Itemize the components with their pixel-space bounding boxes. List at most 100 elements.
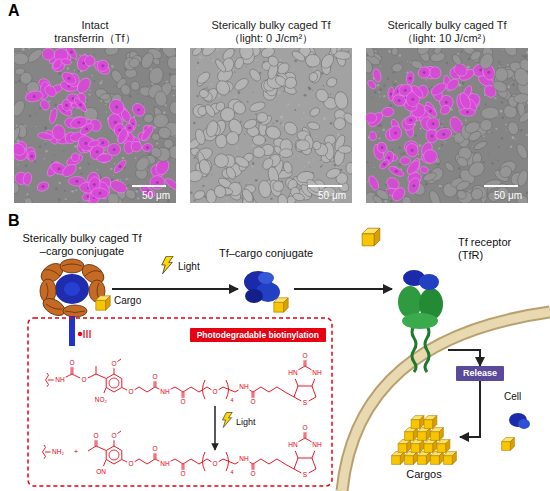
speckle [236, 147, 238, 149]
speckle [373, 167, 374, 168]
aromatic-ring [109, 378, 119, 388]
stained-cell [387, 164, 405, 178]
unstained-cell [248, 67, 263, 83]
speckle [72, 189, 73, 190]
speckle [79, 55, 81, 57]
cargo-cube [431, 428, 444, 441]
chemical-bond [294, 397, 301, 401]
stain-spot [96, 150, 99, 153]
chemical-bond [285, 464, 294, 469]
speckle [499, 65, 500, 66]
stained-cell [43, 83, 59, 99]
speckle [110, 168, 112, 170]
atom-label: O [302, 353, 307, 360]
speckle [420, 128, 422, 130]
speckle [484, 103, 486, 105]
speckle [374, 91, 377, 94]
unstained-cell [142, 112, 154, 124]
chemical-bond [261, 459, 269, 464]
stained-cell [419, 166, 428, 174]
speckle [377, 131, 378, 132]
chemical-bond [96, 440, 97, 446]
stain-spot [98, 192, 101, 195]
stained-cell [421, 147, 440, 166]
unstained-cell [192, 189, 206, 201]
speckle [287, 103, 289, 105]
biotinylation-tag: Photodegradable biotinylation [190, 328, 326, 342]
speckle [226, 202, 228, 203]
stain-spot [70, 51, 73, 54]
speckle [226, 197, 228, 199]
speckle [298, 104, 300, 106]
speckle [303, 112, 305, 114]
speckle [439, 185, 442, 188]
speckle [255, 113, 257, 115]
stained-cell [112, 158, 127, 174]
speckle [78, 201, 80, 203]
callout-label: Light [236, 418, 256, 427]
tf-receptor-illustration [398, 270, 443, 372]
speckle [129, 179, 130, 180]
speckle [245, 67, 246, 68]
speckle [273, 122, 274, 123]
chemical-bond [106, 379, 107, 388]
speckle [255, 179, 258, 182]
stained-cell [416, 65, 432, 81]
speckle [393, 106, 394, 107]
speckle [22, 48, 25, 51]
cargo-cube [502, 438, 515, 451]
micrograph [366, 48, 528, 203]
atom-label: O [152, 374, 157, 381]
unstained-cell [312, 141, 330, 159]
cell-membrane [342, 312, 550, 491]
biotin-mark [86, 330, 87, 338]
speckle [526, 134, 528, 136]
atom-label: NH [312, 370, 321, 377]
speckle [76, 59, 78, 61]
speckle [403, 171, 404, 172]
ribbon-stripe [46, 283, 48, 299]
speckle [164, 62, 165, 63]
speckle [58, 72, 61, 75]
speckle [512, 84, 515, 87]
chemical-bond [309, 397, 316, 401]
speckle [138, 124, 140, 126]
speckle [194, 199, 196, 201]
cargo-cube [424, 416, 437, 429]
unstained-cell [149, 145, 163, 159]
speckle [390, 199, 393, 202]
speckle [494, 97, 496, 99]
chemical-bond [298, 386, 312, 387]
speckle [502, 49, 503, 50]
speckle [206, 86, 207, 87]
streptavidin [63, 305, 87, 317]
speckle [91, 75, 93, 77]
chemical-bond [312, 379, 315, 386]
atom-label: 4 [230, 470, 233, 476]
speckle [524, 55, 527, 58]
speckle [280, 122, 282, 124]
unstained-cell [391, 63, 403, 73]
callout-label: Cargo [114, 296, 141, 306]
unstained-cell [14, 181, 20, 195]
unstained-cell [252, 135, 265, 146]
speckle [28, 48, 30, 49]
speckle [128, 184, 130, 186]
unstained-cell [224, 165, 237, 180]
unstained-cell [279, 149, 292, 158]
speckle [58, 198, 61, 201]
stain-spot [65, 104, 68, 107]
micrograph-panel: Sterically bulky caged Tf （light: 0 J/cm… [190, 48, 352, 203]
chemical-bond [103, 460, 106, 467]
unstained-cell [123, 187, 137, 201]
speckle [94, 48, 95, 49]
speckle [379, 137, 381, 139]
speckle [105, 149, 107, 151]
chemical-bond [298, 366, 305, 370]
speckle [163, 111, 166, 114]
micrograph-ground [190, 48, 352, 203]
unstained-cell [305, 54, 321, 68]
micrograph-panel: Sterically bulky caged Tf （light: 10 J/c… [366, 48, 528, 203]
chemical-bond [207, 387, 211, 390]
stained-cell [406, 71, 415, 85]
